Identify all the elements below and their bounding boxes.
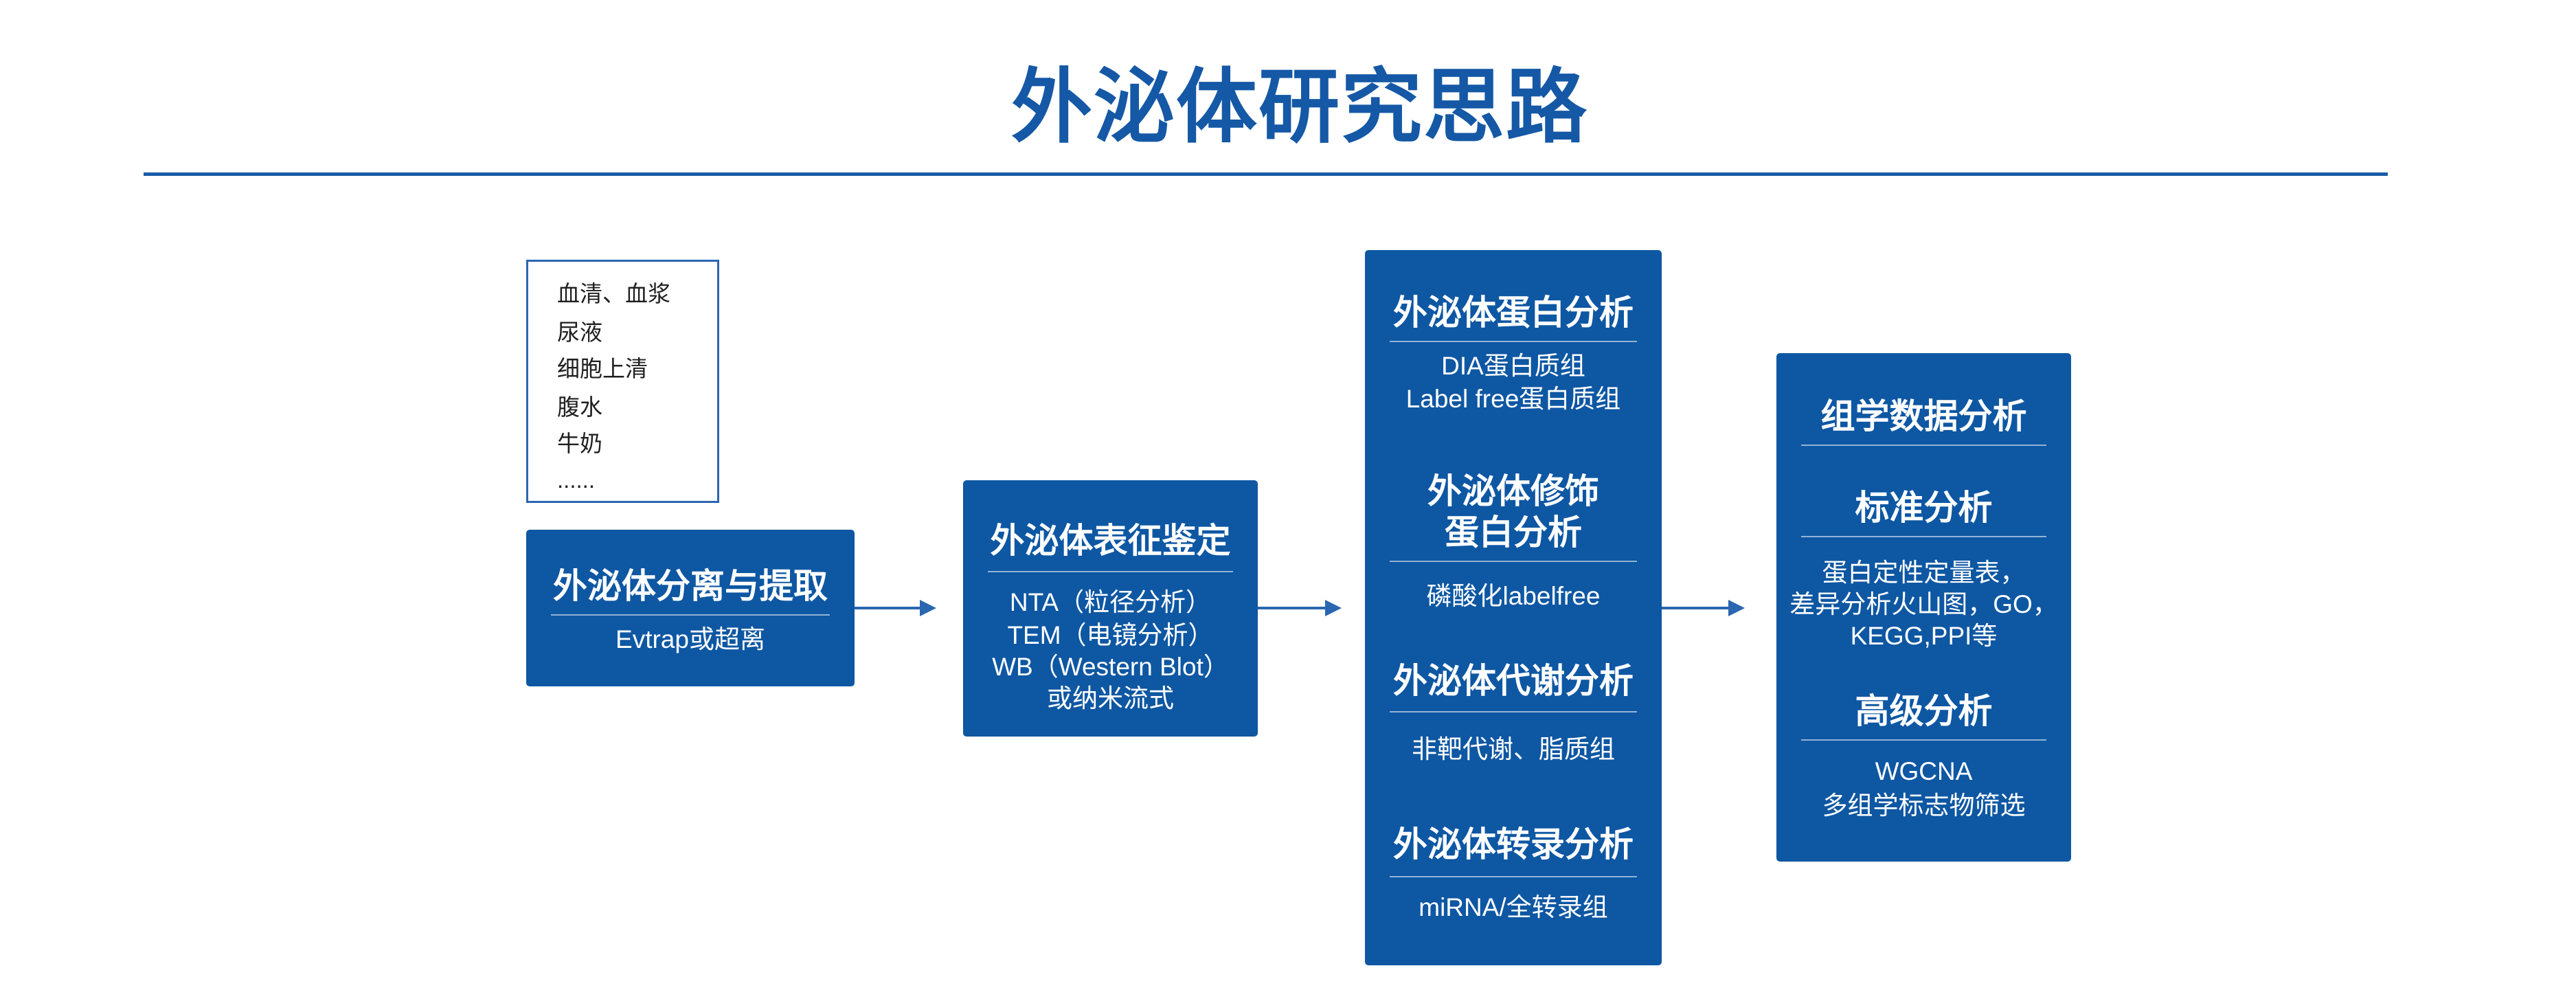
data-analysis-divider (1801, 445, 2046, 446)
step-isolation-box: 外泌体分离与提取 Evtrap或超离 (526, 530, 855, 686)
arrow-isolation-to-characterization (855, 600, 936, 616)
omics-transcriptome-title: 外泌体转录分析 (1393, 825, 1634, 864)
data-standard-title: 标准分析 (1855, 489, 1993, 527)
arrow-head (920, 600, 936, 616)
title-rule (144, 172, 2388, 176)
data-standard-detail: KEGG,PPI等 (1850, 622, 1998, 650)
sample-source-box: 血清、血浆 尿液 细胞上清 腹水 牛奶 ...... (526, 260, 719, 503)
step-characterization-divider (988, 571, 1233, 572)
omics-proteome-divider (1390, 341, 1637, 342)
step-isolation-detail: Evtrap或超离 (615, 625, 765, 653)
omics-modification-divider (1390, 561, 1637, 562)
step-characterization-detail: NTA（粒径分析） (1009, 588, 1212, 616)
arrow-head (1728, 600, 1745, 616)
omics-metabolome-divider (1390, 711, 1637, 712)
omics-proteome-detail: DIA蛋白质组 (1441, 352, 1585, 380)
omics-modification-detail: 磷酸化labelfree (1426, 582, 1601, 610)
omics-modification-title: 蛋白分析 (1445, 513, 1582, 552)
omics-modification-title: 外泌体修饰 (1427, 472, 1599, 510)
step-characterization-title: 外泌体表征鉴定 (990, 521, 1231, 560)
arrow-omics-to-data-analysis (1662, 600, 1745, 616)
data-advanced-detail: WGCNA (1875, 757, 1973, 785)
step-characterization-box: 外泌体表征鉴定 NTA（粒径分析） TEM（电镜分析） WB（Western B… (963, 480, 1258, 737)
data-standard-divider (1801, 536, 2046, 537)
sample-source-item: 腹水 (557, 394, 602, 420)
omics-proteome-title: 外泌体蛋白分析 (1393, 293, 1634, 332)
sample-source-item: 血清、血浆 (557, 281, 670, 306)
page-title: 外泌体研究思路 (1010, 62, 1588, 153)
step-isolation-divider (551, 614, 830, 616)
step-data-analysis-box: 组学数据分析 标准分析 蛋白定性定量表， 差异分析火山图，GO， KEGG,PP… (1776, 353, 2071, 862)
arrow-characterization-to-omics (1258, 600, 1342, 616)
step-characterization-detail: WB（Western Blot） (992, 653, 1229, 681)
sample-source-item: ...... (557, 467, 596, 493)
step-characterization-detail: TEM（电镜分析） (1007, 621, 1214, 649)
data-advanced-title: 高级分析 (1855, 692, 1993, 730)
sample-source-item: 尿液 (557, 319, 602, 345)
step-isolation-title: 外泌体分离与提取 (553, 567, 828, 605)
omics-metabolome-title: 外泌体代谢分析 (1393, 662, 1634, 700)
omics-transcriptome-divider (1390, 876, 1637, 877)
omics-transcriptome-detail: miRNA/全转录组 (1419, 893, 1608, 921)
omics-metabolome-detail: 非靶代谢、脂质组 (1412, 735, 1615, 763)
data-advanced-divider (1801, 739, 2046, 741)
sample-source-item: 细胞上清 (557, 356, 648, 381)
step-omics-box: 外泌体蛋白分析 DIA蛋白质组 Label free蛋白质组 外泌体修饰 蛋白分… (1365, 250, 1662, 965)
omics-proteome-detail: Label free蛋白质组 (1405, 385, 1621, 413)
sample-source-item: 牛奶 (557, 431, 602, 456)
data-standard-detail: 蛋白定性定量表， (1822, 559, 2026, 587)
data-advanced-detail: 多组学标志物筛选 (1822, 791, 2026, 820)
data-standard-detail: 差异分析火山图，GO， (1789, 590, 2058, 618)
arrow-head (1325, 600, 1342, 616)
step-characterization-detail: 或纳米流式 (1047, 684, 1174, 712)
data-analysis-title: 组学数据分析 (1820, 397, 2027, 436)
